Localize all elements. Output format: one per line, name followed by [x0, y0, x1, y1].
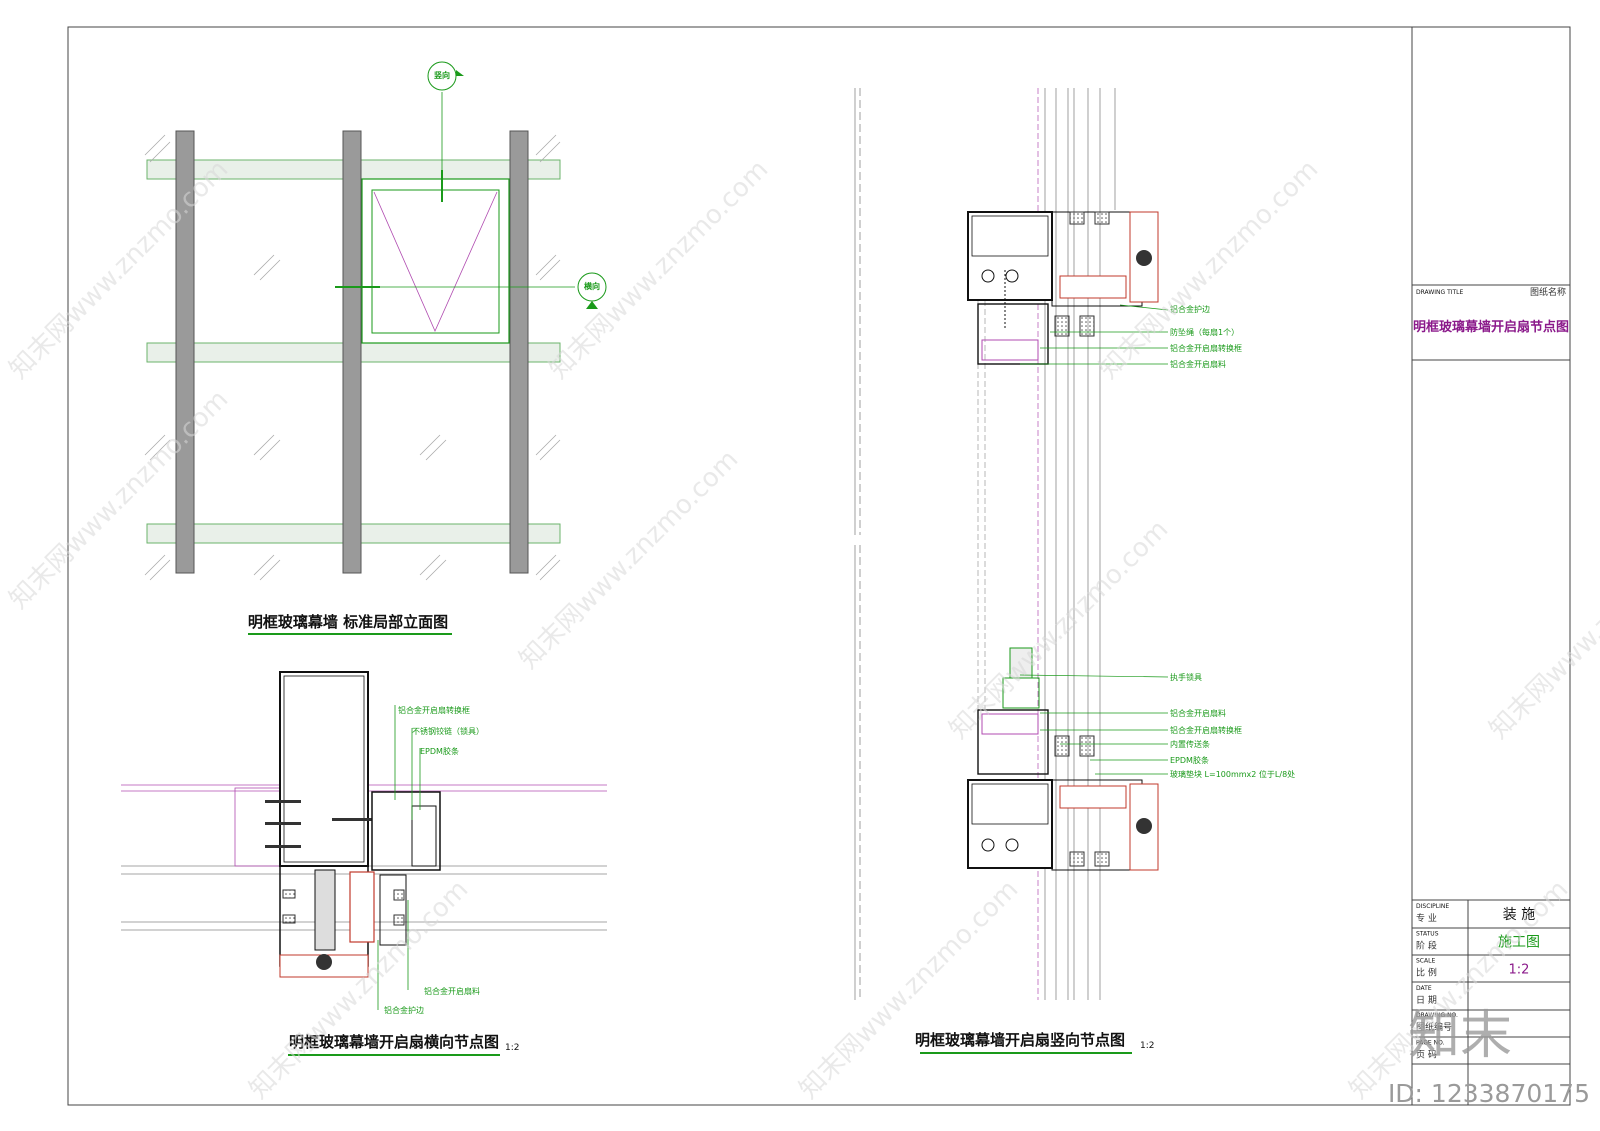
watermark-text: 知末网www.znzmo.com [544, 154, 775, 385]
vertical-node-title: 明框玻璃幕墙开启扇竖向节点图 [915, 1031, 1125, 1049]
v-label-bottom-4: 内置传送条 [1170, 739, 1210, 749]
v-label-top-3: 铝合金开启扇转换框 [1170, 343, 1242, 353]
tb-row-cn: 图纸编号 [1416, 1021, 1452, 1033]
tb-drawing-title-value: 明框玻璃幕墙开启扇节点图 [1413, 319, 1569, 335]
v-label-bottom-5: EPDM胶条 [1170, 755, 1209, 765]
tb-row-cn: 日 期 [1416, 995, 1437, 1006]
tb-row-en: PAGE NO. [1416, 1040, 1445, 1047]
tb-row-value: 1:2 [1509, 963, 1530, 978]
tb-row-en: SCALE [1416, 958, 1435, 965]
vertical-node-drawing [854, 88, 1169, 1000]
h-label-4: 铝合金开启扇料 [424, 986, 480, 996]
sheet-border [67, 26, 1571, 1106]
v-label-bottom-2: 铝合金开启扇料 [1170, 708, 1226, 718]
watermark-text: 知末网www.znzmo.com [514, 444, 745, 675]
h-label-2: 不锈钢铰链（锁具） [412, 726, 484, 736]
tb-drawing-title-cn: 图纸名称 [1530, 286, 1566, 298]
watermark-id: ID: 1233870175 [1388, 1079, 1590, 1108]
tb-row-cn: 比 例 [1416, 967, 1437, 979]
tb-row-en: DATE [1416, 985, 1432, 992]
marker-horizontal-label: 横向 [584, 281, 600, 291]
watermark-text: 知末网www.znzmo.com [944, 514, 1175, 745]
horizontal-node-drawing [121, 671, 607, 1010]
marker-vertical-label: 竖向 [434, 70, 450, 80]
tb-row-en: DRAWING NO. [1416, 1012, 1458, 1019]
v-label-top-1: 铝合金护边 [1170, 304, 1210, 314]
watermark-text: 知末网www.znzmo.com [1344, 874, 1575, 1105]
tb-row-en: STATUS [1416, 930, 1439, 937]
h-label-5: 铝合金护边 [384, 1005, 424, 1015]
elevation-title: 明框玻璃幕墙 标准局部立面图 [248, 613, 448, 631]
v-label-top-4: 铝合金开启扇料 [1170, 359, 1226, 369]
h-label-1: 铝合金开启扇转换框 [398, 705, 470, 715]
watermark-logo: 知末 [1408, 1006, 1512, 1066]
tb-row-value: 装 施 [1503, 907, 1535, 923]
watermark-text: 知末网www.znzmo.com [794, 874, 1025, 1105]
v-label-bottom-1: 执手锁具 [1170, 672, 1202, 682]
vertical-node-scale: 1:2 [1140, 1041, 1154, 1051]
elevation-drawing [144, 61, 607, 581]
tb-rows: DISCIPLINE 专 业 装 施 STATUS 阶 段 施工图 SCALE 比 例 1:2D… [1416, 903, 1540, 1061]
watermark-text: 知末网www.znzmo.com [4, 384, 235, 615]
watermark-text: 知末网www.znzmo.com [1484, 514, 1600, 745]
tb-row-value: 施工图 [1498, 934, 1540, 950]
tb-row-cn: 阶 段 [1416, 939, 1437, 951]
v-label-top-2: 防坠绳（每扇1个） [1170, 327, 1239, 337]
v-label-bottom-6: 玻璃垫块 L=100mmx2 位于L/8处 [1170, 769, 1295, 779]
watermark-layer: 知末网www.znzmo.com 知末网www.znzmo.com 知末网www… [4, 154, 1600, 1105]
title-block [1411, 27, 1570, 1105]
h-label-3: EPDM胶条 [420, 746, 459, 756]
v-label-bottom-3: 铝合金开启扇转换框 [1170, 725, 1242, 735]
tb-row-en: DISCIPLINE [1416, 903, 1449, 910]
tb-drawing-title-en: DRAWING TITLE [1416, 289, 1464, 296]
tb-row-cn: 专 业 [1416, 912, 1437, 924]
horizontal-node-scale: 1:2 [505, 1043, 519, 1053]
tb-row-cn: 页 码 [1416, 1050, 1437, 1061]
horizontal-node-title: 明框玻璃幕墙开启扇横向节点图 [289, 1033, 499, 1051]
